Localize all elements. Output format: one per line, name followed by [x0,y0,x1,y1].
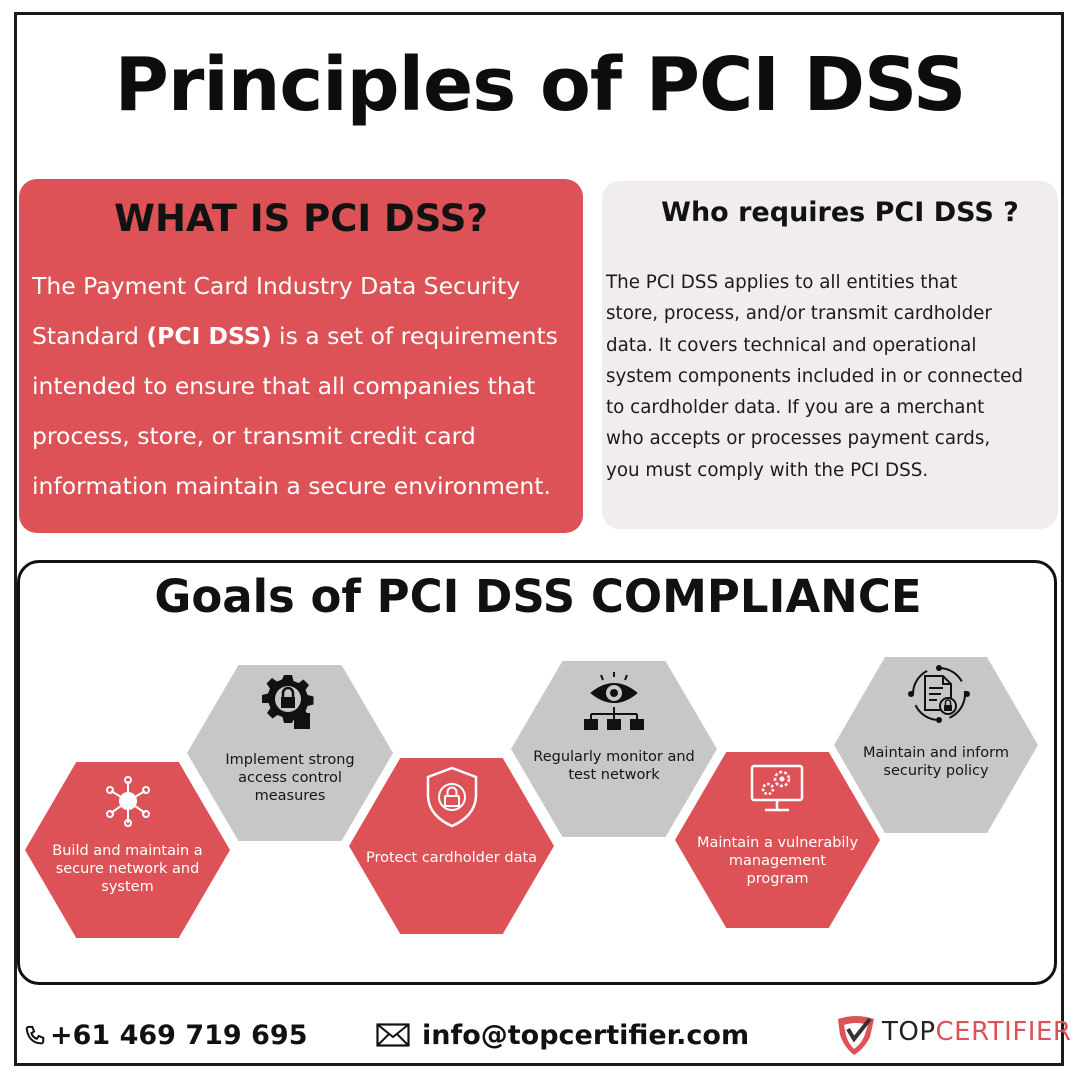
who-line: who accepts or processes payment cards, [606,428,991,450]
what-line-1: The Payment Card Industry Data Security [32,272,521,300]
goal-label-policy: Maintain and inform security policy [839,744,1033,780]
goal-label-line: Build and maintain a [52,843,203,859]
what-line-4: process, store, or transmit credit card [32,422,476,450]
what-line-2-post: is a set of requirements [271,322,558,350]
network-hub-icon [106,776,150,827]
what-line-3: intended to ensure that all companies th… [32,372,536,400]
document-lock-icon [908,665,970,723]
goal-hex-vulnerability [675,752,880,928]
goal-label-line: Implement strong [225,752,355,768]
page-title: Principles of PCI DSS [114,42,967,128]
goal-label-vulnerability: Maintain a vulnerabily management progra… [680,834,875,888]
who-line: system components included in or connect… [606,365,1024,387]
goal-label-line: access control [238,770,342,786]
goal-label-line: Protect cardholder data [365,850,538,866]
goal-label-line: program [746,871,809,887]
who-line: store, process, and/or transmit cardhold… [606,303,992,325]
phone-number: +61 469 719 695 [50,1020,308,1051]
what-line-2-bold: (PCI DSS) [146,322,272,350]
topcertifier-logo: TOPCERTIFIER [834,1015,1071,1057]
what-line-2-pre: Standard [32,322,147,350]
who-requires-description: The PCI DSS applies to all entities that… [606,267,1058,486]
email-address: info@topcertifier.com [422,1020,750,1051]
footer-phone[interactable]: +61 469 719 695 [24,1020,307,1051]
brand-name: TOPCERTIFIER [882,1017,1071,1047]
who-requires-panel: Who requires PCI DSS ? The PCI DSS appli… [602,181,1058,529]
who-line: to cardholder data. If you are a merchan… [606,397,985,419]
brand-top: TOP [882,1017,936,1047]
brand-shield-icon [838,1016,874,1055]
goal-label-line: Regularly monitor and [533,749,695,765]
gear-lock-touch-icon [262,675,314,729]
goals-panel [17,560,1057,985]
goals-heading: Goals of PCI DSS COMPLIANCE [154,570,922,623]
envelope-icon [376,1023,410,1047]
who-line: you must comply with the PCI DSS. [606,459,929,481]
goal-label-line: system [101,879,154,895]
what-is-pci-dss-panel: WHAT IS PCI DSS? The Payment Card Indust… [19,179,583,533]
goal-label-line: secure network and [55,861,200,877]
what-line-2: Standard (PCI DSS) is a set of requireme… [32,311,577,361]
goal-label-network: Build and maintain a secure network and … [30,842,225,896]
goal-label-line: Maintain a vulnerabily [696,835,859,851]
who-requires-heading: Who requires PCI DSS ? [661,197,1019,228]
shield-lock-icon [426,766,478,828]
goal-label-line: measures [254,788,326,804]
goal-label-line: test network [568,767,660,783]
goal-label-line: security policy [883,763,989,779]
goal-label-protect-data: Protect cardholder data [354,849,549,867]
goal-label-access-control: Implement strong access control measures [192,751,388,805]
what-is-description: The Payment Card Industry Data Security … [32,261,577,511]
what-is-heading: WHAT IS PCI DSS? [114,197,488,240]
eye-network-icon [584,672,644,730]
goal-label-line: Maintain and inform [863,745,1009,761]
who-line: The PCI DSS applies to all entities that [606,272,958,293]
phone-icon [25,1025,45,1045]
goal-label-monitor: Regularly monitor and test network [516,748,712,784]
footer-email[interactable]: info@topcertifier.com [376,1020,749,1051]
goal-label-line: management [728,853,827,869]
what-line-5: information maintain a secure environmen… [32,472,551,500]
monitor-gears-icon [750,764,804,812]
brand-certifier: CERTIFIER [935,1017,1072,1047]
page-frame [14,12,1064,1066]
who-line: data. It covers technical and operationa… [606,334,977,356]
